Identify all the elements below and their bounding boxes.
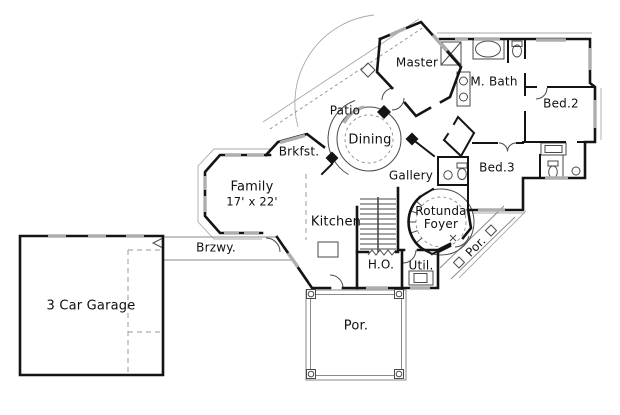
porch-posts: [306, 224, 498, 379]
sink: [571, 166, 581, 176]
label-master: Master: [395, 55, 439, 70]
label-rotunda-foyer: Rotunda Foyer: [415, 204, 467, 231]
vanity: [456, 71, 471, 107]
toilet-tank: [547, 160, 559, 167]
label-porch-rear: Por.: [343, 318, 369, 334]
label-patio: Patio: [329, 103, 361, 118]
label-utility: Util.: [408, 258, 434, 273]
label-m-bath: M. Bath: [470, 74, 518, 89]
toilet-tank: [511, 40, 523, 47]
washer-dryer: [408, 270, 434, 286]
label-bed3: Bed.3: [479, 160, 515, 175]
label-breezeway: Brzwy.: [196, 240, 236, 255]
bathtub: [475, 40, 501, 58]
toilet: [457, 168, 467, 180]
windows: [48, 26, 597, 290]
tub-alcove: [472, 38, 505, 60]
toilet: [548, 165, 558, 179]
label-dining: Dining: [348, 132, 392, 148]
sink: [443, 170, 453, 180]
sink: [459, 92, 468, 102]
label-bed2: Bed.2: [543, 96, 579, 111]
roof-overhang-lines: [127, 14, 602, 381]
sink: [459, 76, 468, 86]
toilet-tank: [456, 162, 468, 169]
label-family: Family: [230, 179, 274, 195]
toilet: [512, 44, 522, 58]
interior-detail-lines: [151, 62, 548, 289]
label-kitchen: Kitchen: [310, 214, 362, 230]
label-brkfst: Brkfst.: [278, 144, 320, 159]
label-home-office: H.O.: [367, 257, 395, 272]
label-garage: 3 Car Garage: [46, 298, 136, 314]
label-family-dimensions: 17' x 22': [226, 194, 278, 209]
label-gallery: Gallery: [388, 168, 434, 183]
